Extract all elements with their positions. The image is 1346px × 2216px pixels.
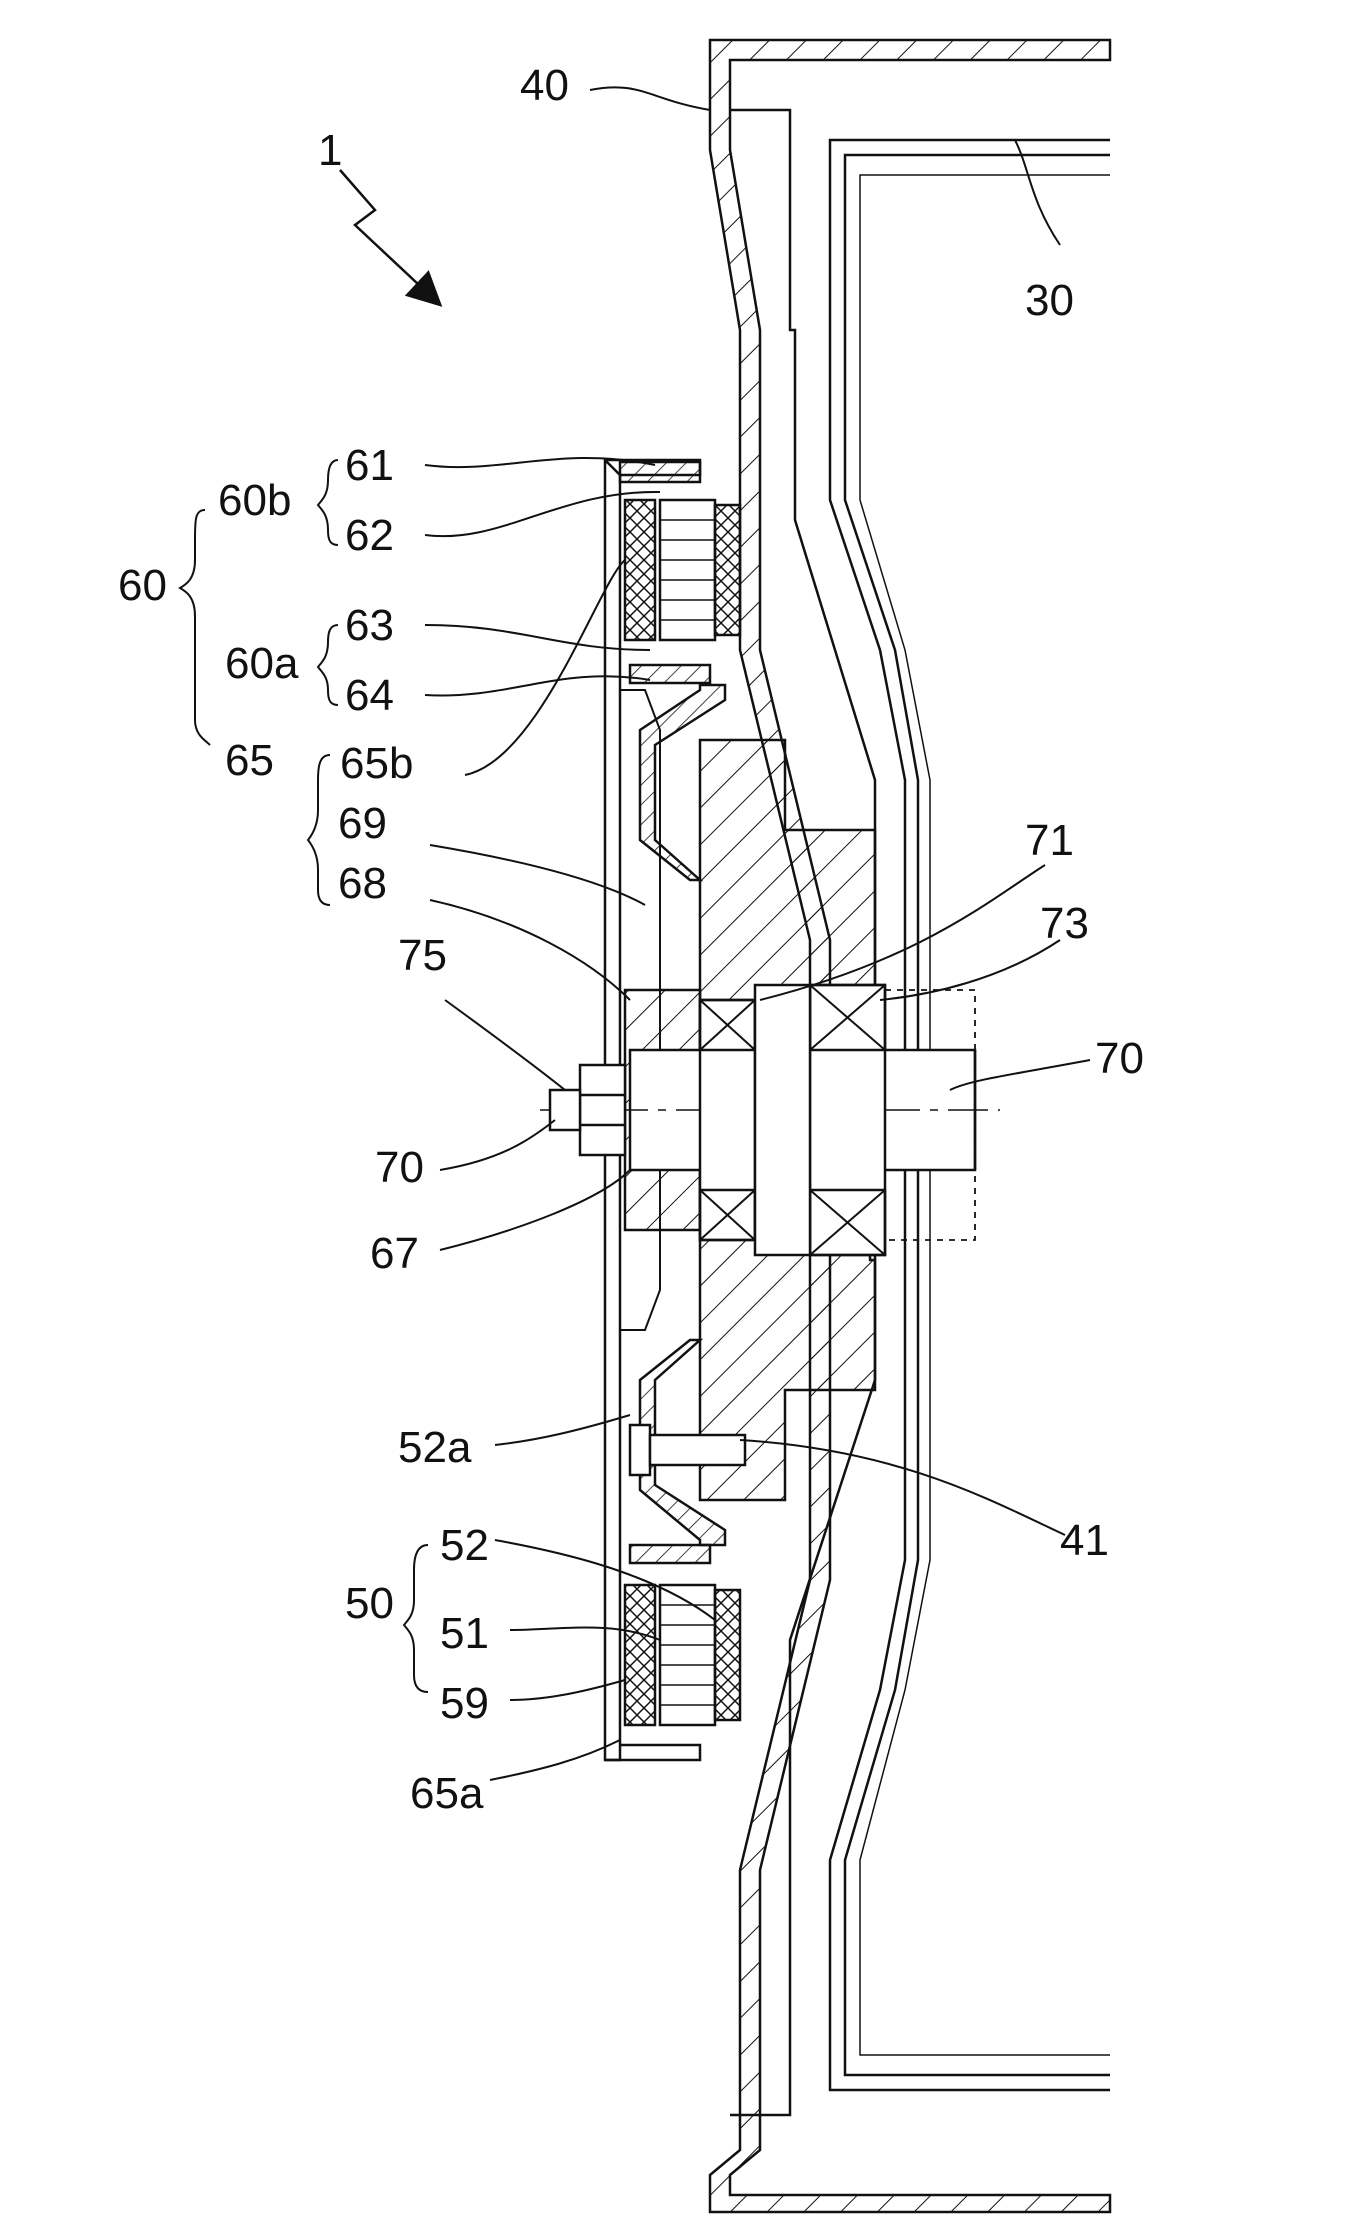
bracket-60 (180, 510, 210, 745)
label-frame-rib: 69 (338, 799, 387, 848)
spacer (755, 985, 810, 1255)
label-assembly: 1 (318, 126, 342, 175)
label-rotor-lower-group: 60a (225, 639, 299, 688)
bracket-60b (318, 460, 338, 545)
label-frame-part-a: 65a (410, 1769, 484, 1818)
label-rotor-upper-group: 60b (218, 476, 291, 525)
label-cabinet: 40 (520, 61, 569, 110)
label-frame-part-b: 65b (340, 739, 413, 788)
bracket-50 (404, 1545, 428, 1692)
bracket-65 (308, 755, 330, 905)
label-bearing-rear: 73 (1040, 899, 1089, 948)
label-bushing: 67 (370, 1229, 419, 1278)
stator-bolt-shank (650, 1435, 745, 1465)
label-stator: 50 (345, 1579, 394, 1628)
label-frame: 65 (225, 736, 274, 785)
bearing-71 (700, 1000, 755, 1240)
label-stator-core: 51 (440, 1609, 489, 1658)
label-rotor-upper-outer: 61 (345, 441, 394, 490)
label-drum: 30 (1025, 276, 1074, 325)
label-rotor-lower-outer: 63 (345, 601, 394, 650)
stator-upper-core (660, 500, 715, 640)
stator-lower-core (660, 1585, 715, 1725)
shaft-end (550, 1090, 580, 1130)
bracket-60a (318, 625, 338, 705)
label-stator-bolt: 52a (398, 1423, 472, 1472)
stator-bolt-head (630, 1425, 650, 1475)
rotor-upper-inner-plate (630, 665, 710, 683)
label-stator-insulator: 52 (440, 1521, 489, 1570)
label-rotor: 60 (118, 561, 167, 610)
label-rotor-upper-inner: 62 (345, 511, 394, 560)
label-shaft-left: 70 (375, 1143, 424, 1192)
label-shaft-right: 70 (1095, 1034, 1144, 1083)
stator-lower-coil (715, 1590, 740, 1720)
rotor-lower-plate (630, 1545, 710, 1563)
stator-upper-coil (715, 505, 740, 635)
rotor-upper-magnet (625, 500, 655, 640)
bearing-73 (810, 985, 885, 1255)
label-bearing-front: 71 (1025, 816, 1074, 865)
label-stator-coil: 59 (440, 1679, 489, 1728)
label-nut: 75 (398, 931, 447, 980)
label-frame-hub: 68 (338, 859, 387, 908)
rotor-upper-outer-plate (620, 462, 700, 482)
label-rotor-lower-inner: 64 (345, 671, 394, 720)
label-bearing-housing: 41 (1060, 1516, 1109, 1565)
nut (580, 1065, 625, 1155)
rotor-lower-magnet (625, 1585, 655, 1725)
